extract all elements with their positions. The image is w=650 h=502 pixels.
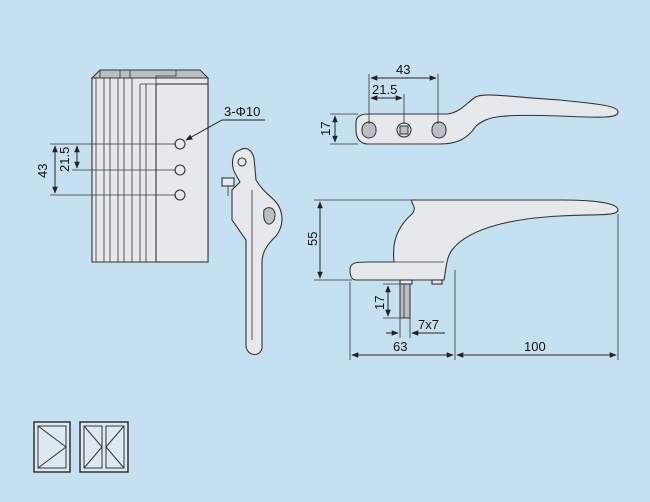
hole-1 xyxy=(174,138,186,150)
top-dim-43: 43 xyxy=(396,62,410,77)
handle-top-view xyxy=(355,94,619,145)
profile-dim-43: 43 xyxy=(35,164,50,178)
profile-dimensions: 43 21.5 xyxy=(35,143,176,196)
side-dim-55: 55 xyxy=(305,232,320,246)
single-window-icon xyxy=(33,421,71,473)
handle-perspective xyxy=(221,147,283,355)
holes-spec-label: 3-Φ10 xyxy=(224,104,260,119)
window-profile xyxy=(90,69,210,263)
base-dim-63: 63 xyxy=(393,339,407,354)
spindle-dim-17: 17 xyxy=(372,296,387,310)
handle-dim-100: 100 xyxy=(524,339,546,354)
handle-side-view xyxy=(349,199,619,319)
double-window-icon xyxy=(79,421,129,473)
spindle-dim-7x7: 7x7 xyxy=(418,317,439,332)
top-view-dimensions: 43 21.5 17 xyxy=(318,62,439,145)
hole-2 xyxy=(174,164,186,176)
profile-dim-21-5: 21.5 xyxy=(57,147,72,172)
side-view-dimensions: 55 17 7x7 63 100 xyxy=(305,199,619,360)
holes-callout: 3-Φ10 xyxy=(185,104,265,141)
hole-3 xyxy=(174,189,186,201)
top-dim-17: 17 xyxy=(318,122,333,136)
top-dim-21-5: 21.5 xyxy=(372,82,397,97)
